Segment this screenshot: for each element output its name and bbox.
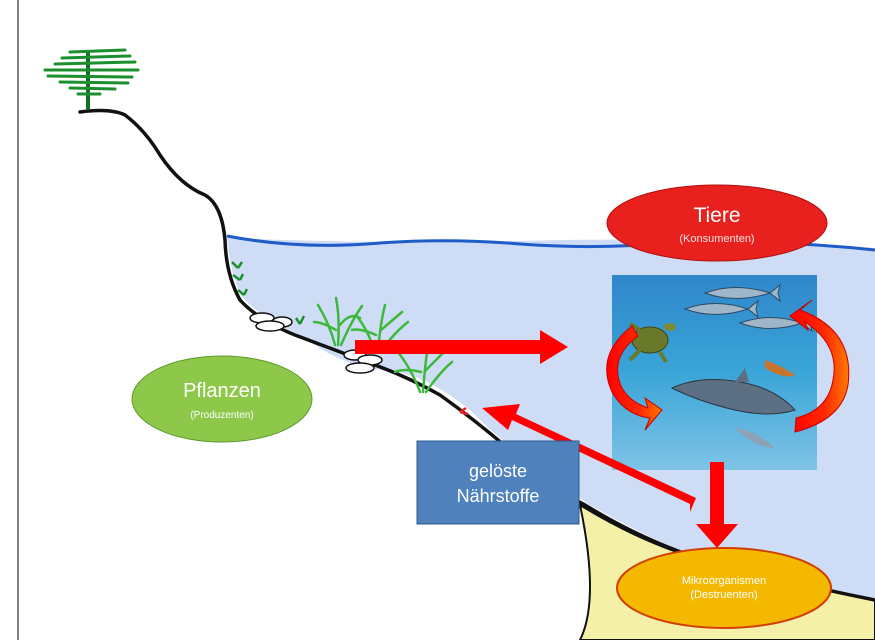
arrow-animals-to-microbes [696,462,738,548]
microbes-subtitle: (Destruenten) [690,589,757,601]
fish-icon [683,283,813,333]
red-alga [459,406,469,416]
animals-picture [606,275,850,470]
microbes-node: Mikroorganismen (Destruenten) [616,547,832,629]
rocks [249,312,383,374]
plants-title: Pflanzen [183,380,261,402]
cycle-arrow-left [606,325,663,431]
microbes-title: Mikroorganismen [682,575,766,587]
nutrients-node: gelöste Nährstoffe [416,440,580,525]
animals-title: Tiere [693,204,740,227]
small-fish-icon [765,360,795,377]
nutrients-line2: Nährstoffe [457,486,540,506]
animals-node: Tiere (Konsumenten) [606,184,828,262]
cycle-arrow-right [789,299,850,433]
plants-node: Pflanzen (Produzenten) [131,355,313,443]
small-algae [231,261,306,325]
small-dolphin-icon [735,428,775,448]
arrow-plants-to-animals [355,330,568,364]
dolphin-icon [670,368,796,415]
arrow-nutrients-to-plants [482,404,696,512]
tree-icon [43,48,140,110]
plants-subtitle: (Produzenten) [190,410,253,421]
nutrients-line1: gelöste [469,461,527,481]
turtle-icon [628,322,676,364]
animals-subtitle: (Konsumenten) [679,233,754,245]
